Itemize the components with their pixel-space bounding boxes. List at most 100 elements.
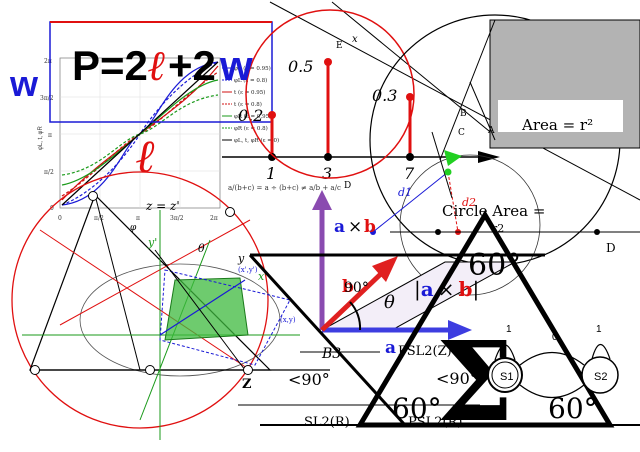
red-line-1 bbox=[39, 229, 251, 371]
circle-area-label: Circle Area = bbox=[442, 202, 545, 220]
cd-angle: <90° bbox=[288, 370, 330, 389]
point-A: A bbox=[487, 126, 495, 136]
state-s1 bbox=[487, 357, 523, 393]
altitude bbox=[94, 194, 141, 371]
axb-a: a bbox=[334, 217, 345, 237]
xpyp-label: (x',y') bbox=[238, 266, 258, 274]
legend-entry: φL (ε = 0.95) bbox=[234, 65, 271, 72]
edge-label-1b: 1 bbox=[596, 324, 602, 335]
x-prime-label: x' bbox=[258, 270, 267, 283]
state-s2-label: S2 bbox=[594, 371, 607, 383]
cd-angle2: <90° bbox=[436, 369, 478, 388]
cd-z: Z bbox=[242, 377, 252, 392]
d2-label: d2 bbox=[462, 196, 476, 209]
stem-x-7: 7 bbox=[404, 164, 415, 183]
self-loop-s1 bbox=[494, 344, 516, 361]
green-arrowhead bbox=[444, 150, 462, 166]
formula-P: P=2 bbox=[72, 42, 148, 89]
plot-yticks: 2π 3π/2 π π/2 0 bbox=[40, 58, 54, 212]
y-prime-label: y' bbox=[147, 236, 157, 249]
point-E: E bbox=[336, 41, 343, 51]
cd-psl2z: PSL2(Z) bbox=[398, 344, 452, 359]
stem-base-points bbox=[268, 153, 414, 161]
xy-label: (x,y) bbox=[280, 316, 296, 324]
formula-ell: ℓ bbox=[148, 41, 166, 90]
stem-x-3: 3 bbox=[322, 164, 332, 183]
stem-value-0.2: 0.2 bbox=[238, 106, 263, 125]
formula-plus2: +2 bbox=[168, 42, 216, 89]
big-red-circle bbox=[11, 171, 269, 429]
y-label: y bbox=[237, 252, 245, 265]
tangent-line bbox=[431, 131, 453, 199]
green-plane bbox=[164, 277, 249, 341]
legend-entry: φR (ε = 0.8) bbox=[234, 125, 268, 132]
blue-projection bbox=[159, 269, 291, 366]
legend-entry: φL (ε = 0.8) bbox=[234, 77, 267, 84]
stem-value-0.5: 0.5 bbox=[288, 57, 313, 76]
state-s1-inner bbox=[491, 361, 519, 389]
formula-ell-large: ℓ bbox=[136, 129, 156, 183]
point-D-right: D bbox=[606, 241, 616, 255]
plot-grid bbox=[60, 58, 220, 208]
area-square-label: Area = r² bbox=[521, 116, 593, 134]
red-circle-small bbox=[245, 9, 415, 179]
black-line bbox=[154, 249, 246, 371]
stem-value-0.3: 0.3 bbox=[372, 86, 397, 105]
area-label-bg bbox=[498, 100, 623, 132]
vec-angle-label: 90° bbox=[344, 280, 369, 296]
edge-label-1: 1 bbox=[506, 324, 512, 335]
edge-s1-s2 bbox=[519, 352, 585, 366]
xtick-label: 3π/2 bbox=[170, 215, 184, 222]
triangle-left-diag bbox=[248, 253, 407, 427]
ytick-label: π bbox=[48, 132, 52, 139]
phi-label: φ bbox=[130, 223, 137, 233]
vector-b-head bbox=[372, 256, 398, 282]
point-C: C bbox=[458, 128, 465, 138]
d1-label: d1 bbox=[398, 186, 412, 199]
plot-ylabel: φL, t, φR bbox=[38, 126, 44, 150]
edge-s2-s1 bbox=[519, 384, 585, 398]
ytick-label: 2π bbox=[44, 58, 52, 65]
axb-cross: × bbox=[348, 217, 362, 237]
circle-area-circle bbox=[399, 154, 541, 296]
ytick-label: 3π/2 bbox=[40, 95, 54, 102]
diameter-points bbox=[435, 229, 600, 235]
radius-line bbox=[439, 19, 496, 161]
blue-point bbox=[370, 229, 376, 235]
z-axis-label: z = z' bbox=[145, 199, 180, 213]
stem-axis-arrow bbox=[478, 151, 500, 163]
vector-a-head bbox=[448, 320, 472, 340]
d2-line bbox=[447, 171, 459, 233]
fraction-footer: a/(b+c) = a ÷ (b+c) ≠ a/b + a/c bbox=[228, 184, 341, 192]
triangle-angle-left: 60° bbox=[392, 392, 442, 425]
label-x-top: x bbox=[352, 34, 358, 45]
diagonal-line bbox=[269, 1, 640, 201]
edge-label-0: 0 bbox=[552, 332, 558, 343]
plot-curves bbox=[61, 61, 219, 206]
vector-b bbox=[320, 268, 387, 332]
formula-w-right: w bbox=[219, 42, 253, 89]
formula-w-left: w bbox=[9, 63, 39, 104]
vector-r bbox=[159, 279, 246, 336]
legend-entry: t (ε = 0.8) bbox=[234, 101, 262, 108]
chord-line bbox=[331, 1, 501, 141]
vec-b-label: b bbox=[342, 277, 354, 297]
stem-heads bbox=[268, 58, 414, 119]
ellipse bbox=[79, 263, 281, 377]
legend-entry: t (ε = 0.95) bbox=[234, 89, 265, 96]
ytick-label: 0 bbox=[50, 205, 54, 212]
vec-a-label: a bbox=[385, 338, 396, 358]
stem-x-1: 1 bbox=[266, 164, 276, 183]
red-line-2 bbox=[59, 219, 251, 326]
circle-points bbox=[30, 191, 253, 375]
theta-arc bbox=[349, 301, 362, 331]
chord-bc bbox=[469, 81, 496, 141]
xtick-label: π bbox=[136, 215, 140, 222]
plot-xticks: 0 π/2 π 3π/2 2π bbox=[58, 215, 218, 222]
axb-b: b bbox=[364, 217, 376, 237]
point-B: B bbox=[460, 109, 467, 119]
legend-entry: φL, t, φR (ε = 0) bbox=[234, 137, 279, 144]
cd-sl2r: SL2(R) bbox=[304, 415, 350, 430]
